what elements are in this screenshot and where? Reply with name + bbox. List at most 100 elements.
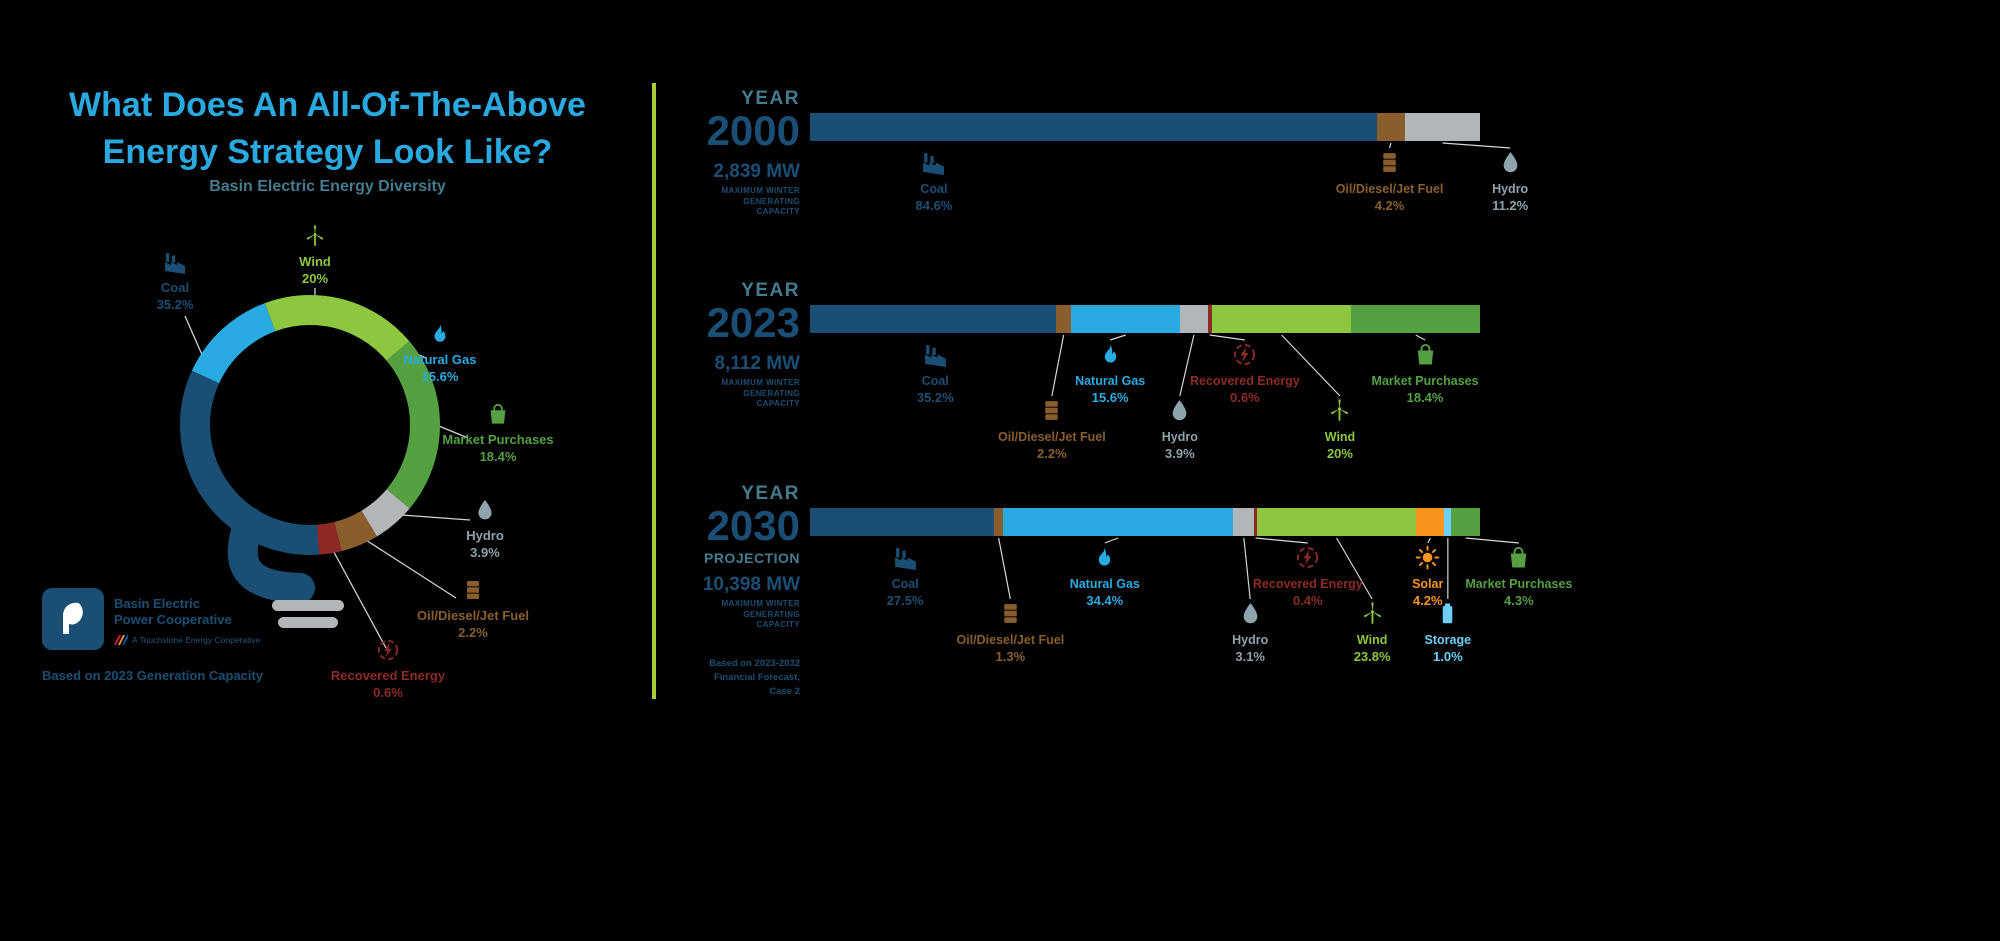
logo-block: Basin Electric Power Cooperative A Touch…: [42, 588, 260, 650]
bulb-label-pct: 20%: [301, 270, 329, 286]
segment-pct: 18.4%: [1406, 390, 1444, 406]
year-kicker-label: YEAR: [741, 280, 800, 301]
segment-pct: 20%: [1326, 446, 1353, 462]
segment-pct: 27.5%: [886, 593, 924, 609]
logo-name-line1: Basin Electric: [114, 596, 200, 611]
wind-turbine-icon: [303, 224, 327, 248]
factory-icon: [163, 250, 187, 274]
page-title: What Does An All-Of-The-Above Energy Str…: [20, 82, 635, 176]
flame-icon: [428, 322, 452, 346]
bar-segment-market-purchases: [1451, 508, 1480, 536]
factory-icon: [921, 150, 946, 175]
bulb-label-natural-gas: Natural Gas 15.6%: [380, 322, 500, 384]
bulb-label-coal: Coal 35.2%: [115, 250, 235, 312]
factory-icon: [893, 545, 918, 570]
battery-icon: [1435, 601, 1460, 626]
bag-icon: [1413, 342, 1438, 367]
year-value: 2030: [706, 502, 800, 549]
bar-segment-oil-diesel-jet-fuel: [1376, 113, 1405, 141]
bar-segment-oil-diesel-jet-fuel: [994, 508, 1003, 536]
segment-name: Hydro: [1161, 430, 1198, 444]
segment-pct: 4.2%: [1412, 593, 1443, 609]
turbine-icon: [1360, 601, 1385, 626]
bulb-label-recovered-energy: Recovered Energy 0.6%: [328, 638, 448, 700]
bulb-label-pct: 35.2%: [156, 296, 194, 312]
segment-name: Natural Gas: [1075, 374, 1146, 388]
segment-pct: 2.2%: [1037, 446, 1067, 462]
bar-segment-hydro: [1233, 508, 1255, 536]
bulb-label-pct: 2.2%: [458, 624, 488, 640]
droplet-icon: [1167, 398, 1192, 423]
segment-name: Solar: [1412, 577, 1444, 591]
segment-name: Coal: [921, 374, 949, 388]
oil-barrel-icon: [461, 578, 485, 602]
bar-segment-natural-gas: [1002, 508, 1234, 536]
segment-name: Oil/Diesel/Jet Fuel: [1335, 182, 1444, 196]
bar-segment-wind: [1256, 508, 1417, 536]
droplet-icon: [1238, 601, 1263, 626]
basin-electric-logo: [42, 588, 104, 650]
bulb-label-pct: 18.4%: [479, 448, 517, 464]
bulb-label-pct: 3.9%: [470, 544, 500, 560]
touchstone-flag-icon: [114, 634, 128, 645]
projection-label: PROJECTION: [703, 549, 800, 566]
bar-segment-hydro: [1404, 113, 1480, 141]
segment-pct: 3.9%: [1165, 446, 1195, 462]
segment-name: Hydro: [1232, 633, 1269, 647]
segment-name: Hydro: [1492, 182, 1529, 196]
segment-pct: 84.6%: [915, 198, 953, 214]
logo-text: Basin Electric Power Cooperative A Touch…: [114, 588, 260, 645]
bulb-label-hydro: Hydro 3.9%: [425, 498, 545, 560]
bulb-label-name: Market Purchases: [442, 432, 554, 447]
bar-segment-solar: [1416, 508, 1445, 536]
segment-name: Coal: [891, 577, 919, 591]
segment-pct: 4.2%: [1374, 198, 1405, 214]
barrel-icon: [1377, 150, 1402, 175]
bar-segment-wind: [1211, 305, 1352, 333]
segment-name: Market Purchases: [1371, 374, 1479, 388]
stacked-bar: [810, 305, 1480, 333]
bar-segment-hydro: [1180, 305, 1208, 333]
year-value: 2023: [706, 299, 800, 346]
bulb-label-name: Natural Gas: [403, 352, 477, 367]
capacity-value: 2,839 MW: [713, 160, 800, 182]
segment-pct: 15.6%: [1091, 390, 1129, 406]
lightbulb-diagram: Coal 35.2% Wind 20% Natural Gas 15.6% Ma…: [20, 210, 640, 700]
segment-name: Oil/Diesel/Jet Fuel: [956, 633, 1065, 647]
bolt-icon: [1295, 545, 1320, 570]
segment-pct: 4.3%: [1504, 593, 1534, 609]
logo-tagline: A Touchstone Energy Cooperative: [132, 634, 261, 645]
sun-icon: [1415, 545, 1440, 570]
flame-icon: [1092, 545, 1117, 570]
factory-icon: [923, 342, 948, 367]
capacity-value: 8,112 MW: [714, 352, 800, 374]
year-kicker-label: YEAR: [741, 88, 800, 109]
bulb-label-pct: 15.6%: [421, 368, 459, 384]
lightbulb-graphic: [180, 288, 471, 649]
bar-segment-coal: [810, 113, 1377, 141]
turbine-icon: [1327, 398, 1352, 423]
stacked-bar: [810, 113, 1480, 141]
segment-name: Recovered Energy: [1252, 577, 1363, 591]
bolt-icon: [1232, 342, 1257, 367]
bar-segment-recovered-energy: [1207, 305, 1212, 333]
bulb-label-name: Recovered Energy: [330, 668, 446, 683]
bar-segment-coal: [810, 508, 995, 536]
segment-pct: 34.4%: [1086, 593, 1124, 609]
bulb-label-market-purchases: Market Purchases 18.4%: [438, 402, 558, 464]
bulb-label-name: Oil/Diesel/Jet Fuel: [417, 608, 529, 623]
chart-footnote: Based on 2023-2032 Financial Forecast, C…: [709, 658, 800, 697]
droplet-icon: [1498, 150, 1523, 175]
bar-segment-market-purchases: [1351, 305, 1480, 333]
water-drop-icon: [473, 498, 497, 522]
